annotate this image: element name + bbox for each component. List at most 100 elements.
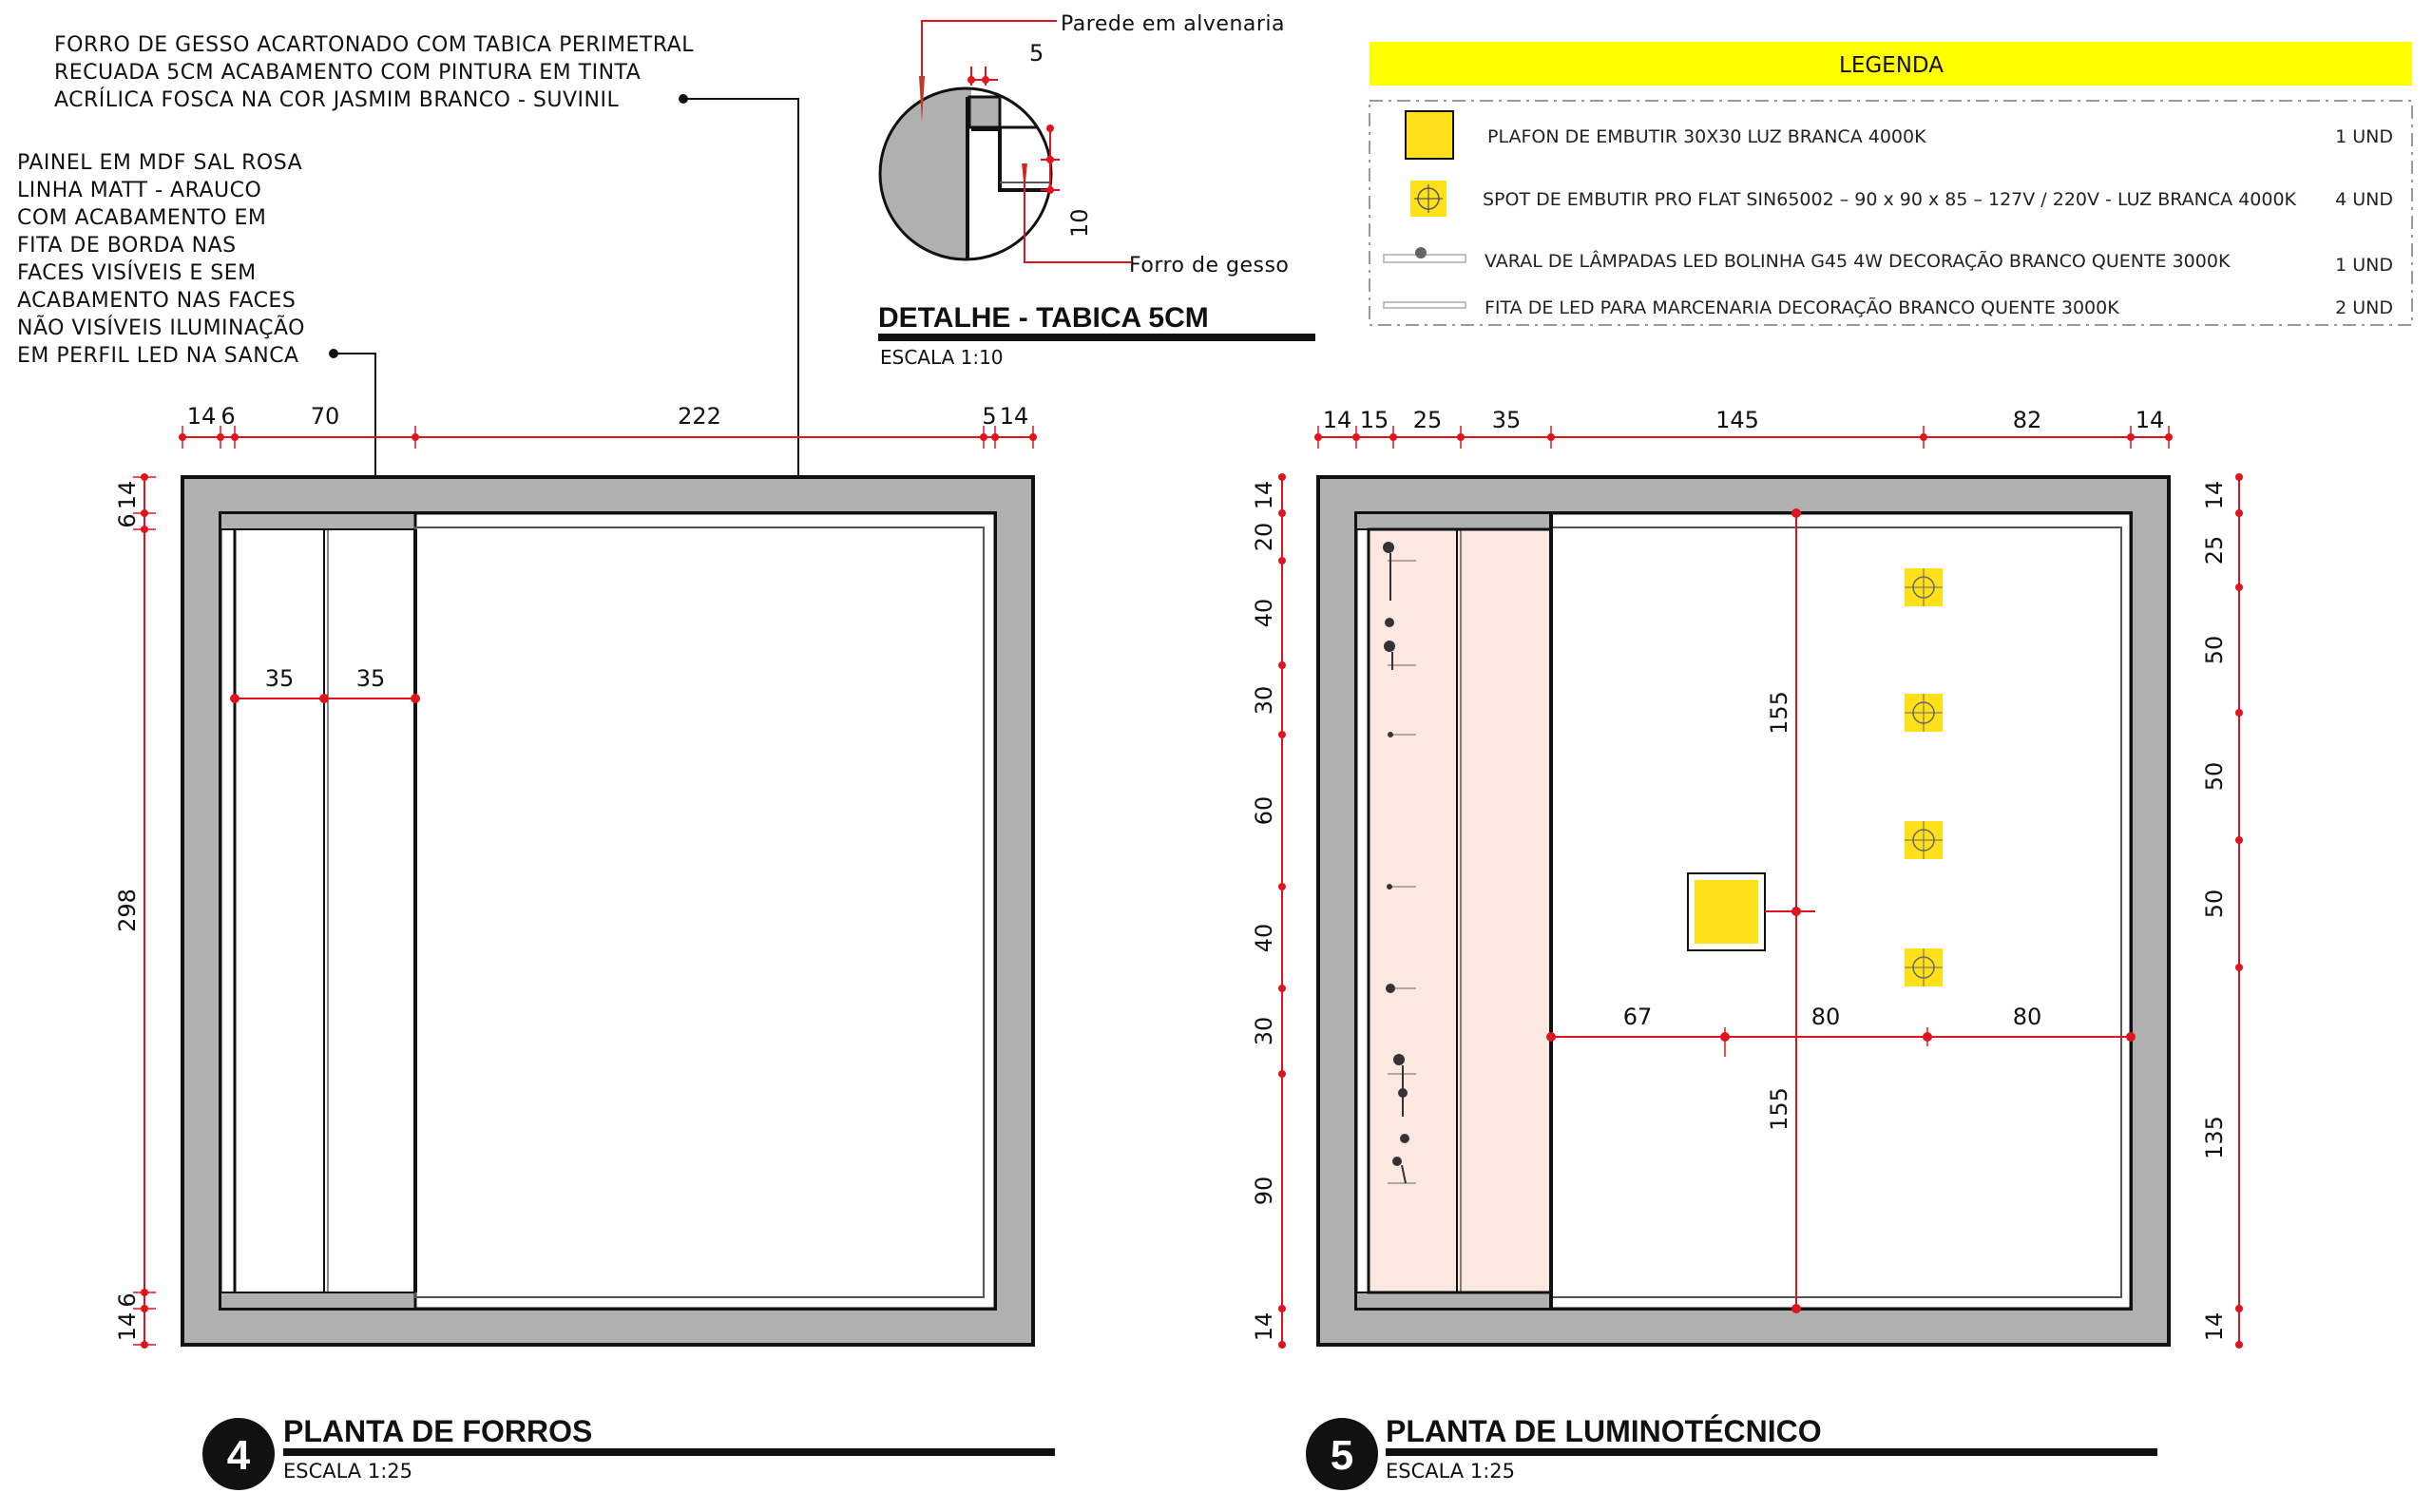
dim-label: 14 [2201, 481, 2228, 510]
bulb-icon [1383, 542, 1394, 553]
bulb-icon [1392, 1157, 1402, 1166]
dim-label: 135 [2201, 1116, 2228, 1159]
bulb-string-icon [1383, 247, 1466, 263]
spot-fixtures [1905, 568, 1943, 986]
bulb-icon [1386, 984, 1395, 993]
plan5-title-block: 5 PLANTA DE LUMINOTÉCNICO ESCALA 1:25 [1306, 1414, 2157, 1490]
spot-icon [1410, 181, 1446, 217]
dim-label: 14 [1000, 403, 1029, 430]
plafon-square-icon [1405, 110, 1454, 160]
dim-label: 14 [1323, 407, 1352, 433]
legend-item-qty: 4 UND [2335, 189, 2393, 210]
ceiling-note: FORRO DE GESSO ACARTONADO COM TABICA PER… [54, 33, 694, 112]
legend-item-qty: 1 UND [2335, 126, 2393, 147]
spot-icon [1905, 694, 1943, 732]
dim-label: 5 [982, 403, 996, 430]
dim-label: 14 [187, 403, 217, 430]
ceiling-note-line: ACRÍLICA FOSCA NA COR JASMIM BRANCO - SU… [54, 87, 619, 112]
dim-label: 6 [114, 1292, 141, 1307]
bulb-icon [1385, 618, 1394, 627]
plan4-dim-ext [133, 426, 1034, 1346]
plan-number: 4 [227, 1432, 251, 1479]
plan4-title-block: 4 PLANTA DE FORROS ESCALA 1:25 [202, 1414, 1055, 1490]
dim-10: 10 [1066, 208, 1093, 238]
legend: LEGENDA PLAFON DE EMBUTIR 30X30 LUZ BRAN… [1369, 42, 2413, 326]
plan-number: 5 [1331, 1432, 1353, 1479]
panel-note-line: PAINEL EM MDF SAL ROSA [17, 151, 302, 175]
dim-label: 60 [1251, 796, 1277, 826]
dim-label: 14 [114, 1312, 141, 1342]
legend-item-text: FITA DE LED PARA MARCENARIA DECORAÇÃO BR… [1485, 297, 2119, 318]
dim-label: 30 [1251, 686, 1277, 716]
legend-item-text: SPOT DE EMBUTIR PRO FLAT SIN65002 – 90 x… [1483, 189, 2297, 210]
plan-number-badge [1306, 1418, 1378, 1490]
bulb-icon [1387, 884, 1392, 890]
dim-label: 35 [265, 665, 295, 692]
panel-note: PAINEL EM MDF SAL ROSA LINHA MATT - ARAU… [17, 151, 305, 368]
plan-scale: ESCALA 1:25 [283, 1460, 412, 1483]
plan-title: PLANTA DE LUMINOTÉCNICO [1386, 1414, 1822, 1448]
spot-icon [1905, 948, 1943, 986]
panel-note-line: FACES VISÍVEIS E SEM [17, 260, 257, 285]
dim-label: 145 [1715, 407, 1759, 433]
ceiling-note-line: FORRO DE GESSO ACARTONADO COM TABICA PER… [54, 33, 694, 57]
plan-title: PLANTA DE FORROS [283, 1414, 592, 1448]
dim-label: 80 [2013, 1004, 2042, 1030]
ceiling-note-line: RECUADA 5CM ACABAMENTO COM PINTURA EM TI… [54, 61, 641, 85]
panel-note-line: FITA DE BORDA NAS [17, 234, 237, 258]
bulb-icon [1393, 1054, 1405, 1065]
detail-scale: ESCALA 1:10 [880, 346, 1004, 369]
dim-label: 90 [1251, 1177, 1277, 1206]
plan-scale: ESCALA 1:25 [1386, 1460, 1515, 1483]
dim-label: 298 [114, 889, 141, 932]
legend-header: LEGENDA [1839, 53, 1944, 78]
ceiling-label: Forro de gesso [1129, 254, 1289, 278]
dim-label: 14 [114, 481, 141, 510]
dim-label: 25 [2201, 536, 2228, 565]
dim-label: 6 [114, 513, 141, 527]
bulb-icon [1388, 732, 1393, 737]
plan5-dim-labels: 14 15 25 35 145 82 14 14 20 40 30 60 40 … [1251, 407, 2228, 1341]
bulb-icon [1384, 641, 1395, 652]
plan4-dim-labels: 14 6 70 222 5 14 14 6 298 6 14 35 35 [114, 403, 1028, 1341]
led-strip-icon [1383, 301, 1466, 309]
plan-forros [181, 475, 1035, 1347]
dim-label: 30 [1251, 1017, 1277, 1046]
bulb-icon [1400, 1134, 1409, 1143]
dim-label: 35 [1492, 407, 1522, 433]
dim-label: 50 [2201, 890, 2228, 919]
bulb-icon [1398, 1088, 1408, 1098]
panel-note-line: EM PERFIL LED NA SANCA [17, 344, 299, 368]
panel-note-line: LINHA MATT - ARAUCO [17, 179, 261, 202]
legend-item-qty: 2 UND [2335, 297, 2393, 318]
plafon-fixture [1687, 872, 1766, 951]
dim-label: 40 [1251, 599, 1277, 628]
dim-label: 50 [2201, 762, 2228, 792]
spot-icon [1905, 568, 1943, 606]
wall-label: Parede em alvenaria [1061, 12, 1285, 36]
dim-label: 80 [1811, 1004, 1841, 1030]
dim-label: 50 [2201, 636, 2228, 665]
mdf-panel-zone [1367, 527, 1553, 1294]
dim-label: 6 [220, 403, 235, 430]
bulb-icons [1383, 542, 1409, 1184]
plan-number-badge [202, 1418, 275, 1490]
dim-label: 70 [311, 403, 340, 430]
legend-item-text: PLAFON DE EMBUTIR 30X30 LUZ BRANCA 4000K [1487, 126, 1926, 147]
dim-label: 155 [1766, 1087, 1792, 1131]
dim-label: 67 [1623, 1004, 1653, 1030]
dim-label: 14 [2136, 407, 2165, 433]
dim-label: 222 [678, 403, 721, 430]
dim-5: 5 [1029, 40, 1044, 67]
dim-label: 25 [1413, 407, 1443, 433]
panel-note-line: NÃO VISÍVEIS ILUMINAÇÃO [17, 315, 305, 340]
panel-note-line: COM ACABAMENTO EM [17, 206, 266, 230]
legend-item-qty: 1 UND [2335, 255, 2393, 276]
dim-label: 14 [2201, 1312, 2228, 1342]
dim-label: 35 [356, 665, 386, 692]
dim-label: 155 [1766, 691, 1792, 735]
detail-title: DETALHE - TABICA 5CM [878, 302, 1209, 334]
legend-item-text: VARAL DE LÂMPADAS LED BOLINHA G45 4W DEC… [1485, 250, 2231, 272]
dim-label: 82 [2013, 407, 2042, 433]
tabica-detail: Parede em alvenaria Forro de gesso 5 10 … [878, 12, 1315, 369]
